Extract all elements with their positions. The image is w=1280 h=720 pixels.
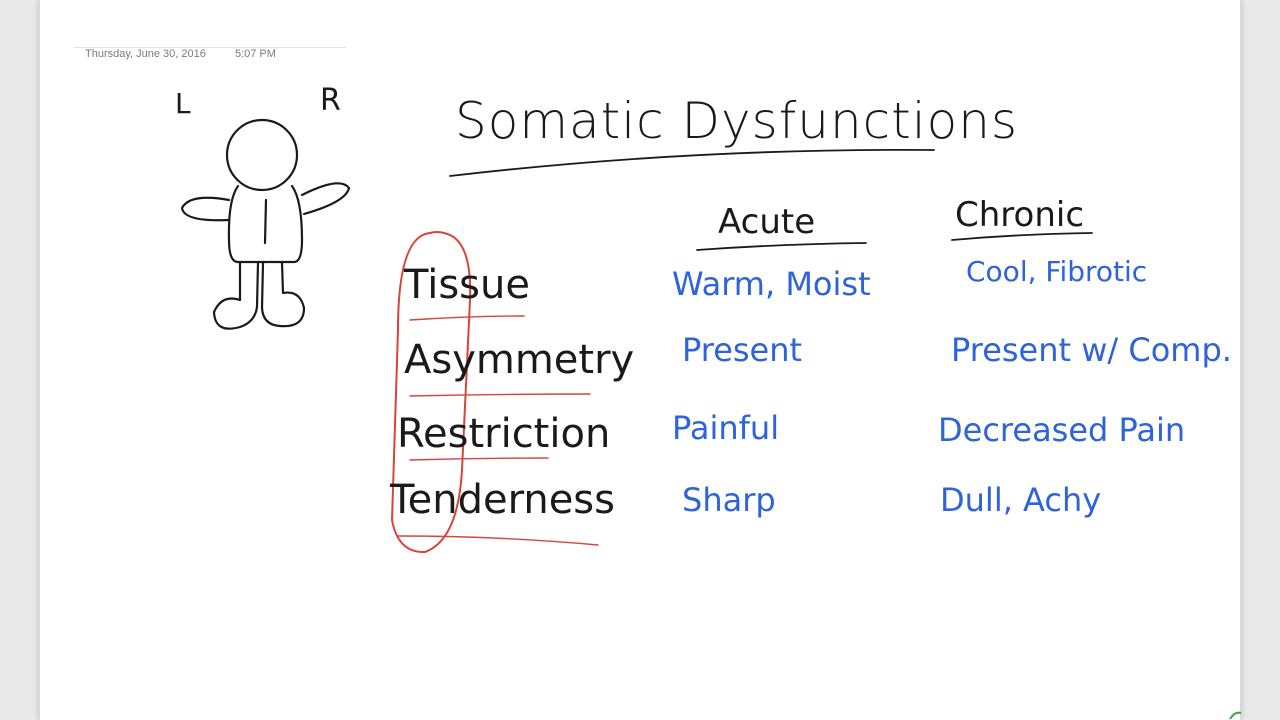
stick-figure	[180, 118, 351, 330]
figure-midline	[263, 198, 268, 245]
cell-restriction-chronic: Decreased Pain	[938, 411, 1186, 449]
row-label-restriction: Restriction	[397, 411, 611, 457]
chronic-underline	[951, 232, 1093, 241]
row-label-asymmetry: Asymmetry	[404, 337, 635, 383]
column-header-chronic: Chronic	[955, 195, 1085, 235]
cell-tissue-chronic: Cool, Fibrotic	[966, 255, 1148, 288]
row-underline-tenderness	[397, 535, 599, 546]
row-underline-restriction	[409, 457, 549, 461]
cell-asymmetry-acute: Present	[682, 331, 803, 369]
row-underline-tissue	[409, 315, 525, 321]
note-date: Thursday, June 30, 2016	[85, 48, 206, 60]
note-page[interactable]	[40, 0, 1240, 720]
figure-left-leg	[212, 261, 260, 330]
column-header-acute: Acute	[718, 202, 816, 242]
acute-underline	[696, 242, 867, 251]
resize-grip-icon[interactable]	[1228, 710, 1242, 720]
figure-left-arm	[180, 196, 231, 222]
cell-restriction-acute: Painful	[672, 409, 780, 447]
cell-asymmetry-chronic: Present w/ Comp.	[951, 331, 1232, 369]
cell-tenderness-chronic: Dull, Achy	[940, 481, 1102, 519]
figure-right-leg	[260, 261, 306, 328]
figure-head	[225, 118, 299, 192]
row-underline-asymmetry	[409, 393, 591, 397]
note-time: 5:07 PM	[234, 48, 276, 60]
row-label-tissue: Tissue	[404, 262, 530, 308]
title-underline	[449, 148, 935, 177]
cell-tissue-acute: Warm, Moist	[672, 265, 871, 303]
figure-right-label: R	[320, 83, 341, 118]
figure-left-label: L	[175, 87, 191, 120]
cell-tenderness-acute: Sharp	[682, 481, 776, 519]
page-title: Somatic Dysfunctions	[455, 92, 1018, 150]
note-header-divider	[74, 47, 346, 48]
acronym-highlight-ring	[390, 231, 472, 554]
figure-right-arm	[300, 182, 351, 216]
row-label-tenderness: Tenderness	[390, 477, 615, 523]
note-timestamp: Thursday, June 30, 2016 5:07 PM	[85, 48, 276, 60]
